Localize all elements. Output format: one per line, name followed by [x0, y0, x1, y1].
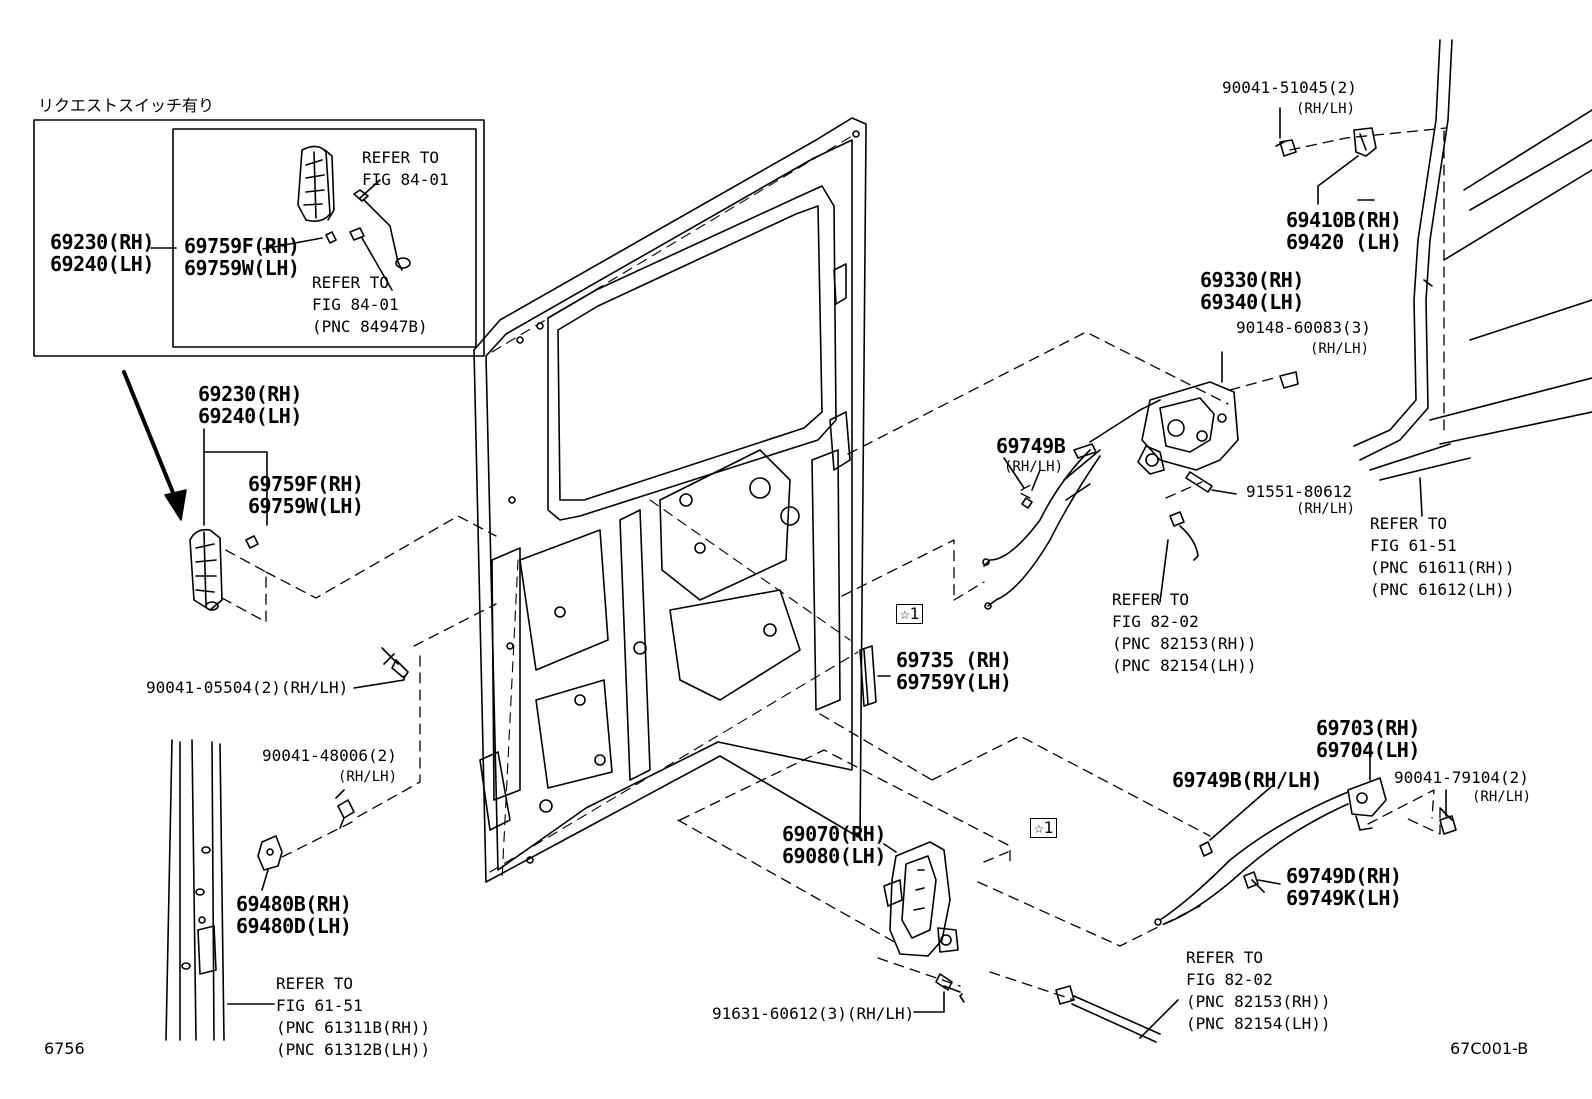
- upper-striker-rh: 69410B(RH): [1286, 208, 1402, 232]
- refer-82-lower-line2: FIG 82-02: [1186, 970, 1273, 989]
- handle-cover-rh: 69759F(RH): [248, 472, 364, 496]
- refer-left-pillar-line2: FIG 61-51: [276, 996, 363, 1015]
- handle-drawing: [189, 528, 223, 611]
- clip-bottom-lh: 69749K(LH): [1286, 886, 1402, 910]
- remote-lh: 69080(LH): [782, 844, 886, 868]
- refer-82-upper-line1: REFER TO: [1112, 590, 1190, 609]
- pad-rh: 69735 (RH): [896, 648, 1012, 672]
- bolt-51045-side: (RH/LH): [1296, 101, 1356, 117]
- bolt-51045-label: 90041-51045(2): [1222, 78, 1357, 97]
- front-lock-rh: 69703(RH): [1316, 716, 1420, 740]
- refer-right-pillar-line2: FIG 61-51: [1370, 536, 1457, 555]
- refer-82-upper-line2: FIG 82-02: [1112, 612, 1199, 631]
- bolt-79104-side: (RH/LH): [1472, 789, 1532, 805]
- inset-refer-b-line3: (PNC 84947B): [312, 317, 428, 336]
- refer-82-lower-line1: REFER TO: [1186, 948, 1264, 967]
- request-switch-note: リクエストスイッチ有り: [38, 96, 215, 115]
- bolt-51045-drawing: [1279, 139, 1297, 157]
- inset-handle-drawing: [297, 145, 335, 222]
- bolt-48006-side: (RH/LH): [338, 769, 398, 785]
- refer-left-pillar-line4: (PNC 61312B(LH)): [276, 1040, 431, 1059]
- inset-refer-a-line1: REFER TO: [362, 148, 440, 167]
- refer-82-lower-line4: (PNC 82154(LH)): [1186, 1014, 1331, 1033]
- refer-right-pillar-line3: (PNC 61611(RH)): [1370, 558, 1515, 577]
- front-lock-drawing: [1154, 755, 1387, 926]
- direction-arrow: [122, 370, 180, 507]
- pad-lh: 69759Y(LH): [896, 670, 1012, 694]
- bolt-80612-side: (RH/LH): [1296, 501, 1356, 517]
- remote-rh: 69070(RH): [782, 822, 886, 846]
- screw-60083-label: 90148-60083(3): [1236, 318, 1371, 337]
- refer-right-pillar-line1: REFER TO: [1370, 514, 1448, 533]
- inset-cover-lh: 69759W(LH): [184, 256, 300, 280]
- clip-mid-label: 69749B(RH/LH): [1172, 768, 1323, 792]
- lower-striker-lh: 69480D(LH): [236, 914, 352, 938]
- rear-lock-drawing: [1063, 381, 1239, 501]
- screw-60083-side: (RH/LH): [1310, 341, 1370, 357]
- left-pillar-drawing: [165, 739, 275, 1041]
- inset-frame: [33, 119, 485, 357]
- refer-82-upper-line3: (PNC 82153(RH)): [1112, 634, 1257, 653]
- bolt-05504-label: 90041-05504(2)(RH/LH): [146, 678, 349, 697]
- refer-left-pillar-line1: REFER TO: [276, 974, 354, 993]
- bolt-80612-label: 91551-80612: [1246, 482, 1352, 501]
- inset-refer-b-line2: FIG 84-01: [312, 295, 399, 314]
- clip-top-side: (RH/LH): [1004, 459, 1064, 475]
- rear-lock-lh: 69340(LH): [1200, 290, 1304, 314]
- screw-60612-label: 91631-60612(3)(RH/LH): [712, 1004, 915, 1023]
- lower-striker-rh: 69480B(RH): [236, 892, 352, 916]
- upper-striker-lh: 69420 (LH): [1286, 230, 1402, 254]
- front-lock-lh: 69704(LH): [1316, 738, 1420, 762]
- clip-top-part: 69749B: [996, 434, 1066, 458]
- refer-82-upper-line4: (PNC 82154(LH)): [1112, 656, 1257, 675]
- bolt-79104-label: 90041-79104(2): [1394, 768, 1529, 787]
- handle-rh: 69230(RH): [198, 382, 302, 406]
- refer-82-lower-line3: (PNC 82153(RH)): [1186, 992, 1331, 1011]
- star-mark-lower: ☆1: [1030, 818, 1058, 838]
- star-mark-upper: ☆1: [896, 604, 924, 624]
- handle-cover-lh: 69759W(LH): [248, 494, 364, 518]
- right-pillar-drawing: [1353, 39, 1592, 517]
- refer-left-pillar-line3: (PNC 61311B(RH)): [276, 1018, 431, 1037]
- inset-inner-frame: [172, 128, 477, 348]
- rear-lock-rh: 69330(RH): [1200, 268, 1304, 292]
- clip-bottom-rh: 69749D(RH): [1286, 864, 1402, 888]
- inset-handle-rh: 69230(RH): [50, 230, 154, 254]
- figure-code-right: 67C001-B: [1450, 1039, 1529, 1058]
- inset-refer-a-line2: FIG 84-01: [362, 170, 449, 189]
- inset-handle-lh: 69240(LH): [50, 252, 154, 276]
- handle-lh: 69240(LH): [198, 404, 302, 428]
- figure-code-left: 6756: [44, 1039, 85, 1058]
- bolt-48006-label: 90041-48006(2): [262, 746, 397, 765]
- inset-cover-rh: 69759F(RH): [184, 234, 300, 258]
- refer-right-pillar-line4: (PNC 61612(LH)): [1370, 580, 1515, 599]
- door-panel-drawing: [473, 117, 867, 883]
- inset-refer-b-line1: REFER TO: [312, 273, 390, 292]
- remote-control-drawing: [883, 841, 959, 957]
